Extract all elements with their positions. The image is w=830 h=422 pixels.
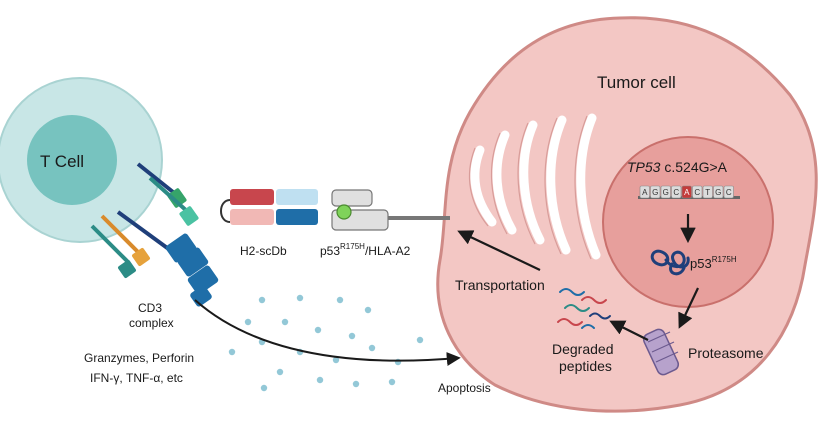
cd3-label-line2: complex bbox=[129, 316, 174, 330]
effector-dot bbox=[260, 384, 268, 392]
sequence-base-box bbox=[702, 185, 713, 199]
pmhc-complex-icon bbox=[331, 189, 450, 231]
cd3-label-line1: CD3 bbox=[138, 301, 162, 315]
sequence-base-letter: G bbox=[663, 188, 669, 197]
effector-dot bbox=[314, 326, 322, 334]
effector-dot bbox=[352, 380, 360, 388]
effector-dot bbox=[348, 332, 356, 340]
transportation-label: Transportation bbox=[455, 277, 545, 293]
gene-mutation-label: TP53 c.524G>A bbox=[627, 159, 728, 175]
h2-scdb-icon bbox=[220, 189, 318, 225]
proteasome-icon bbox=[642, 328, 680, 376]
sequence-base-letter: A bbox=[684, 188, 690, 197]
effector-dot bbox=[388, 378, 396, 386]
sequence-base-letter: C bbox=[673, 188, 679, 197]
effectors-label-line1: Granzymes, Perforin bbox=[84, 351, 194, 365]
effector-dot bbox=[332, 356, 340, 364]
effector-molecules bbox=[228, 294, 424, 392]
degraded-peptides-label-line1: Degraded bbox=[552, 341, 614, 357]
sequence-base-box bbox=[713, 185, 724, 199]
effector-dot bbox=[281, 318, 289, 326]
proteasome-label: Proteasome bbox=[688, 345, 764, 361]
golgi-outline bbox=[468, 115, 592, 260]
effector-dot bbox=[364, 306, 372, 314]
sequence-base-letter: C bbox=[694, 188, 700, 197]
sequence-base-letter: G bbox=[715, 188, 721, 197]
h2-scdb-label: H2-scDb bbox=[240, 244, 287, 258]
sequence-base-box bbox=[650, 185, 661, 199]
sequence-base-box bbox=[671, 185, 682, 199]
effector-dot bbox=[296, 294, 304, 302]
pmhc-label: p53R175H/HLA-A2 bbox=[320, 242, 411, 258]
degraded-peptides-label-line2: peptides bbox=[559, 358, 612, 374]
effector-dot bbox=[258, 296, 266, 304]
sequence-base-box bbox=[692, 185, 703, 199]
sequence-base-letter: T bbox=[705, 188, 710, 197]
sequence-base-letter: A bbox=[642, 188, 648, 197]
sequence-base-letter: G bbox=[652, 188, 658, 197]
arrow-transportation bbox=[457, 230, 541, 271]
sequence-base-box bbox=[660, 185, 671, 199]
effector-dot bbox=[228, 348, 236, 356]
arrow-protein-to-proteasome bbox=[678, 287, 699, 329]
arrow-to-apoptosis bbox=[194, 299, 461, 366]
p53-protein-icon bbox=[650, 249, 690, 276]
effector-dot bbox=[276, 368, 284, 376]
golgi-apparatus bbox=[470, 113, 601, 260]
effector-dot bbox=[336, 296, 344, 304]
sequence-base-box bbox=[681, 185, 692, 199]
t-cell-label: T Cell bbox=[40, 152, 84, 171]
degraded-peptides-icon bbox=[557, 288, 611, 329]
sequence-base-box bbox=[639, 185, 650, 199]
sequence-base-box bbox=[723, 185, 734, 199]
effector-dot bbox=[416, 336, 424, 344]
sequence-base-letter: C bbox=[726, 188, 732, 197]
p53-mutant-label: p53R175H bbox=[690, 255, 737, 271]
t-cell-nucleus bbox=[27, 115, 117, 205]
effector-dot bbox=[316, 376, 324, 384]
tumor-cell-label: Tumor cell bbox=[597, 73, 676, 92]
apoptosis-label: Apoptosis bbox=[438, 381, 491, 395]
effectors-label-line2: IFN-γ, TNF-α, etc bbox=[90, 371, 183, 385]
arrow-proteasome-to-peptides bbox=[609, 320, 649, 341]
effector-dot bbox=[244, 318, 252, 326]
effector-dot bbox=[368, 344, 376, 352]
